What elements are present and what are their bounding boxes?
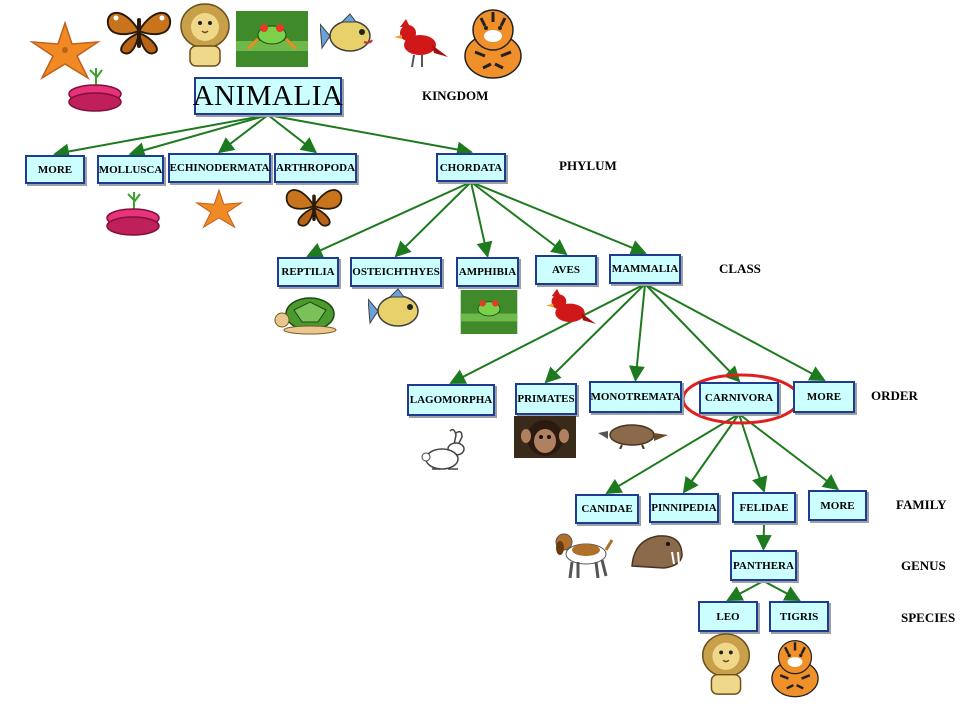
node-monotremata[interactable]: MONOTREMATA xyxy=(589,381,682,413)
butterfly-icon xyxy=(106,11,172,55)
node-pinnipedia[interactable]: PINNIPEDIA xyxy=(649,493,719,523)
node-lagomorpha[interactable]: LAGOMORPHA xyxy=(407,384,495,416)
connector-mammalia-lagomorpha xyxy=(449,283,646,384)
connector-carnivora-felidae xyxy=(738,413,768,493)
rabbit-icon xyxy=(421,428,465,470)
node-more-phylum[interactable]: MORE xyxy=(25,155,85,184)
lion-icon xyxy=(180,3,230,67)
connector-chordata-amphibia xyxy=(470,181,493,258)
connector-carnivora-pinnipedia xyxy=(682,413,740,494)
node-primates[interactable]: PRIMATES xyxy=(515,383,577,415)
butterfly-icon xyxy=(285,189,343,227)
starfish-icon xyxy=(194,188,244,229)
frog-icon xyxy=(236,11,308,67)
node-aves[interactable]: AVES xyxy=(535,255,597,285)
node-tigris[interactable]: TIGRIS xyxy=(769,601,829,632)
node-reptilia[interactable]: REPTILIA xyxy=(277,257,339,287)
connector-felidae-panthera xyxy=(755,522,772,551)
connector-panthera-tigris xyxy=(763,580,801,601)
cardinal-icon xyxy=(394,19,448,68)
connector-animalia-chordata xyxy=(267,114,473,158)
chimpanzee-icon xyxy=(514,416,576,458)
connector-mammalia-primates xyxy=(544,283,646,384)
node-leo[interactable]: LEO xyxy=(698,601,758,632)
node-more-order[interactable]: MORE xyxy=(793,381,855,413)
cardinal-icon xyxy=(546,288,596,324)
tiger-icon xyxy=(771,639,819,698)
turtle-icon xyxy=(274,297,337,335)
connector-animalia-echinodermata xyxy=(217,114,269,154)
connector-chordata-reptilia xyxy=(306,181,472,258)
fish-icon xyxy=(320,13,373,52)
node-osteichthyes[interactable]: OSTEICHTHYES xyxy=(350,257,442,287)
node-mollusca[interactable]: MOLLUSCA xyxy=(97,155,164,184)
fish-icon xyxy=(368,288,419,327)
walrus-icon xyxy=(631,535,683,569)
connector-chordata-mammalia xyxy=(470,181,647,256)
node-chordata[interactable]: CHORDATA xyxy=(436,153,506,182)
connector-mammalia-more_order xyxy=(644,283,826,381)
connector-carnivora-canidae xyxy=(605,413,740,495)
platypus-icon xyxy=(598,424,668,449)
tiger-icon xyxy=(464,9,522,79)
dog-icon xyxy=(555,533,614,579)
connector-animalia-mollusca xyxy=(128,114,269,158)
node-animalia[interactable]: ANIMALIA xyxy=(193,77,343,115)
connector-panthera-leo xyxy=(726,580,764,601)
rank-class: CLASS xyxy=(719,261,761,276)
connector-animalia-arthropoda xyxy=(267,114,318,154)
connector-mammalia-monotremata xyxy=(628,283,646,382)
starfish-icon xyxy=(29,20,101,80)
node-felidae[interactable]: FELIDAE xyxy=(732,492,796,523)
node-arthropoda[interactable]: ARTHROPODA xyxy=(274,153,357,183)
lion-icon xyxy=(701,633,751,695)
rank-phylum: PHYLUM xyxy=(559,158,617,173)
node-more-family[interactable]: MORE xyxy=(808,490,867,521)
connector-carnivora-more_family xyxy=(738,413,840,491)
coral-icon xyxy=(68,68,122,112)
connector-chordata-aves xyxy=(470,181,568,256)
rank-order: ORDER xyxy=(871,388,918,403)
node-carnivora[interactable]: CARNIVORA xyxy=(699,382,779,414)
node-mammalia[interactable]: MAMMALIA xyxy=(609,254,681,284)
rank-kingdom: KINGDOM xyxy=(422,88,489,103)
rank-genus: GENUS xyxy=(901,558,946,573)
coral-icon xyxy=(106,192,160,236)
rank-family: FAMILY xyxy=(896,497,947,512)
node-canidae[interactable]: CANIDAE xyxy=(575,494,639,524)
connector-mammalia-carnivora xyxy=(644,283,741,383)
rank-species: SPECIES xyxy=(901,610,956,625)
node-panthera[interactable]: PANTHERA xyxy=(730,550,797,581)
node-echinodermata[interactable]: ECHINODERMATA xyxy=(168,153,271,183)
connector-animalia-more_phylum xyxy=(53,114,269,160)
node-amphibia[interactable]: AMPHIBIA xyxy=(456,257,519,287)
connector-chordata-osteichthyes xyxy=(394,181,472,258)
frog-icon xyxy=(460,290,518,334)
